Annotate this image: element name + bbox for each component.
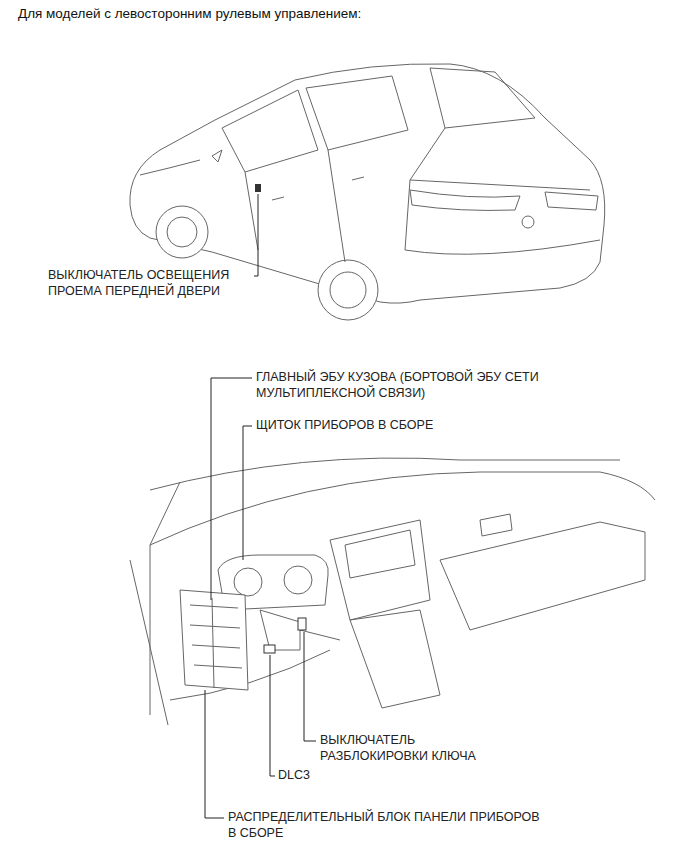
part-label: DLC3 (276, 768, 312, 784)
switch-symbol (255, 184, 261, 192)
diagram-title: Для моделей с левосторонним рулевым упра… (16, 6, 363, 23)
part-label: ВЫКЛЮЧАТЕЛЬ РАЗБЛОКИРОВКИ КЛЮЧА (318, 733, 514, 764)
connector-symbol (264, 645, 275, 653)
part-label: ВЫКЛЮЧАТЕЛЬ ОСВЕЩЕНИЯ ПРОЕМА ПЕРЕДНЕЙ ДВ… (46, 268, 254, 299)
part-label: ГЛАВНЫЙ ЭБУ КУЗОВА (БОРТОВОЙ ЭБУ СЕТИ МУ… (254, 370, 610, 401)
switch-symbol (298, 618, 306, 630)
dashboard-drawing (130, 458, 655, 725)
part-label: РАСПРЕДЕЛИТЕЛЬНЫЙ БЛОК ПАНЕЛИ ПРИБОРОВ В… (226, 810, 542, 841)
part-label: ЩИТОК ПРИБОРОВ В СБОРЕ (254, 418, 435, 434)
